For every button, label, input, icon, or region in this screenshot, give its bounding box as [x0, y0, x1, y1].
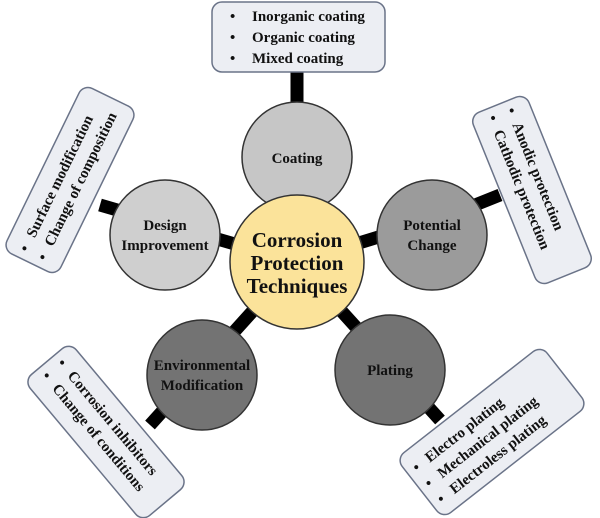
svg-text:•: • [484, 113, 501, 124]
node-design-improvement: Design Improvement [109, 179, 221, 291]
svg-text:•: • [35, 252, 52, 264]
svg-text:Coating: Coating [272, 151, 323, 167]
svg-text:Corrosion: Corrosion [252, 228, 343, 252]
svg-text:•: • [230, 9, 235, 25]
svg-text:Change: Change [407, 238, 457, 254]
svg-text:•: • [502, 105, 519, 116]
svg-text:Modification: Modification [161, 378, 244, 394]
svg-text:•: • [230, 30, 235, 46]
svg-text:Design: Design [143, 218, 187, 234]
svg-text:Inorganic coating: Inorganic coating [252, 9, 365, 25]
node-coating: Coating [241, 101, 353, 213]
svg-text:Plating: Plating [367, 363, 413, 379]
svg-text:•: • [230, 51, 235, 67]
node-environmental-modification: Environmental Modification [146, 319, 258, 431]
svg-text:Protection: Protection [251, 251, 344, 275]
svg-text:Organic coating: Organic coating [252, 30, 355, 46]
svg-text:Potential: Potential [403, 218, 461, 234]
coating-items-box: • Inorganic coating • Organic coating • … [211, 1, 386, 73]
node-potential-change: Potential Change [376, 179, 488, 291]
center-node: Corrosion Protection Techniques [229, 194, 365, 330]
svg-text:Improvement: Improvement [121, 238, 208, 254]
svg-text:Techniques: Techniques [247, 274, 348, 298]
svg-text:•: • [17, 243, 34, 255]
node-plating: Plating [334, 314, 446, 426]
svg-text:Mixed coating: Mixed coating [252, 51, 344, 67]
potential-items-box: • Anodic protection • Cathodic protectio… [471, 95, 593, 285]
svg-text:Environmental: Environmental [154, 358, 250, 374]
